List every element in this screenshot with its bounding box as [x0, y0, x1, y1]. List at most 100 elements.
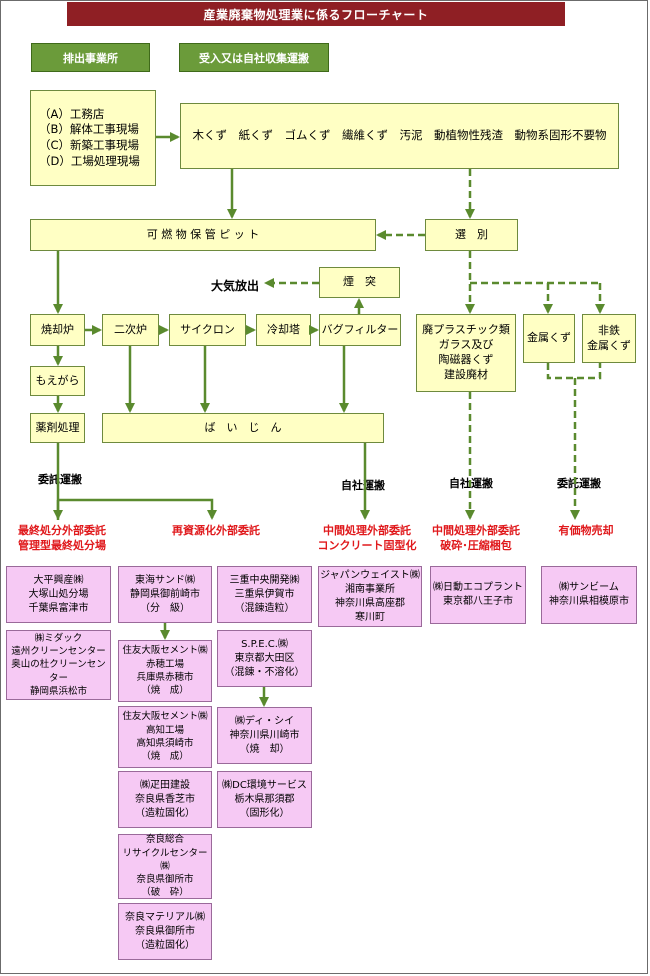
consigned-transport-label-2: 委託運搬	[557, 477, 601, 490]
contractor-line: ㈱日動エコプラント	[433, 582, 523, 593]
contractor-line: 三重県伊賀市	[234, 588, 295, 600]
dashed-arrows	[264, 169, 605, 520]
contractor-dc-kankyo: ㈱DC環境サービス 栃木県那須郡 （固形化）	[217, 771, 312, 828]
metal-scrap: 金属くず	[523, 314, 575, 363]
dust: ば い じ ん	[102, 413, 384, 443]
contractor-line: ㈱サンビーム	[559, 582, 619, 593]
contractor-sumitomo-kochi: 住友大阪セメント㈱ 高知工場 高知県須崎市 （焼 成）	[118, 706, 212, 768]
plastics-line-3: 陶磁器くず	[438, 353, 494, 366]
contractor-nara-material: 奈良マテリアル㈱ 奈良県御所市 （造粒固化）	[118, 903, 212, 960]
contractor-line: 奈良総合	[145, 834, 184, 846]
contractor-line: 神奈川県相模原市	[549, 596, 629, 607]
storage-pit: 可 燃 物 保 管 ピ ッ ト	[30, 219, 376, 251]
final-line-1: 最終処分外部委託	[18, 524, 106, 537]
contractor-line: 神奈川県川崎市	[229, 729, 300, 741]
plastics-glass-ceramics: 廃プラスチック類 ガラス及び 陶磁器くず 建設廃材	[416, 314, 516, 392]
contractor-line: 赤穂工場	[145, 658, 184, 670]
contractor-masada: ㈱疋田建設 奈良県香芝市 （造粒固化）	[118, 771, 212, 828]
bag-filter: バグフィルター	[319, 314, 401, 346]
discharge-header: 排出事業所	[31, 43, 150, 72]
contractor-line: 奈良県香芝市	[135, 793, 195, 805]
contractor-line: 奈良県御所市	[136, 874, 194, 886]
contractor-line: （破 砕）	[141, 887, 189, 899]
intermediate-1-line-2: コンクリート固型化	[317, 538, 417, 552]
contractor-mie-chuo: 三重中央開発㈱ 三重県伊賀市 （混錬造粒）	[217, 566, 312, 623]
atmosphere-release: 大気放出	[211, 279, 260, 293]
contractor-line: 奥山の杜クリーンセンター	[11, 659, 106, 684]
intermediate-2-line-2: 破砕･圧縮梱包	[440, 538, 512, 552]
contractor-line: ㈱ディ・シイ	[234, 715, 295, 727]
contractor-line: 静岡県浜松市	[29, 685, 87, 697]
contractor-line: 高知県須崎市	[136, 738, 194, 749]
contractor-line: ㈱DC環境サービス	[222, 779, 307, 791]
contractor-line: ㈱ミダック	[34, 632, 83, 644]
contractor-line: 奈良県御所市	[135, 925, 195, 937]
contractor-line: 兵庫県赤穂市	[136, 672, 194, 683]
intermediate-category-1: 中間処理外部委託 コンクリート固型化	[312, 524, 422, 554]
contractor-line: （焼 成）	[141, 751, 189, 763]
source-a: （A）工務店	[39, 106, 105, 121]
contractor-nichido: ㈱日動エコプラント 東京都八王子市	[430, 566, 526, 624]
solid-arrows	[53, 132, 370, 707]
cinders: もえがら	[30, 366, 85, 396]
self-transport-label-1: 自社運搬	[341, 479, 385, 492]
contractor-line: 住友大阪セメント㈱	[122, 645, 208, 657]
receive-header: 受入又は自社収集運搬	[179, 43, 329, 72]
final-line-2: 管理型最終処分場	[18, 538, 106, 552]
contractor-line: S.P.E.C.㈱	[241, 638, 288, 650]
nonferrous-line-1: 非鉄	[598, 323, 620, 337]
intermediate-2-line-1: 中間処理外部委託	[432, 524, 520, 537]
contractor-line: 大塚山処分場	[28, 588, 89, 600]
source-c: （C）新築工事現場	[39, 138, 140, 152]
recycling-category: 再資源化外部委託	[172, 524, 260, 537]
page-title: 産業廃棄物処理業に係るフローチャート	[67, 2, 565, 26]
contractor-line: （混錬・不溶化）	[224, 666, 305, 678]
contractor-taihei: 大平興産㈱ 大塚山処分場 千葉県富津市	[6, 566, 111, 623]
contractor-line: （固形化）	[239, 807, 290, 819]
incinerator: 焼却炉	[30, 314, 85, 346]
contractor-midak: ㈱ミダック 遠州クリーンセンター 奥山の杜クリーンセンター 静岡県浜松市	[6, 630, 111, 700]
chimney: 煙 突	[319, 267, 400, 298]
contractor-line: 東海サンド㈱	[135, 574, 195, 586]
contractor-line: 千葉県富津市	[28, 602, 89, 614]
contractor-tokai-sand: 東海サンド㈱ 静岡県御前崎市 （分 級）	[118, 566, 212, 623]
contractor-line: 高知工場	[145, 724, 184, 736]
source-d: （D）工場処理現場	[39, 153, 140, 168]
intermediate-1-line-1: 中間処理外部委託	[323, 524, 411, 537]
final-disposal-category: 最終処分外部委託 管理型最終処分場	[8, 524, 116, 554]
source-b: （B）解体工事現場	[39, 122, 139, 137]
nonferrous-metal-scrap: 非鉄 金属くず	[582, 314, 636, 363]
contractor-line: 神奈川県高座郡	[335, 597, 405, 609]
cyclone: サイクロン	[169, 314, 246, 346]
contractor-nara-sogo: 奈良総合 リサイクルセンター㈱ 奈良県御所市 （破 砕）	[118, 834, 212, 899]
contractor-line: 東京都八王子市	[443, 596, 513, 607]
contractor-spec: S.P.E.C.㈱ 東京都大田区 （混錬・不溶化）	[217, 630, 312, 687]
contractor-sumitomo-ako: 住友大阪セメント㈱ 赤穂工場 兵庫県赤穂市 （焼 成）	[118, 640, 212, 702]
contractor-line: 三重中央開発㈱	[229, 574, 300, 586]
sorting: 選 別	[425, 219, 518, 251]
waste-types: 木くず 紙くず ゴムくず 繊維くず 汚泥 動植物性残渣 動物系固形不要物	[180, 103, 619, 169]
contractor-line: 静岡県御前崎市	[130, 588, 200, 600]
intermediate-category-2: 中間処理外部委託 破砕･圧縮梱包	[424, 524, 528, 554]
plastics-line-4: 建設廃材	[444, 367, 488, 381]
contractor-line: 遠州クリーンセンター	[11, 646, 106, 658]
contractor-line: ジャパンウェイスト㈱	[320, 569, 420, 581]
chemical-treatment: 薬剤処理	[30, 413, 85, 443]
contractor-sunbeam: ㈱サンビーム 神奈川県相模原市	[541, 566, 637, 624]
contractor-line: （分 級）	[140, 602, 190, 614]
contractor-line: 湘南事業所	[345, 583, 395, 595]
cooling-tower: 冷却塔	[256, 314, 311, 346]
contractor-line: 奈良マテリアル㈱	[125, 911, 205, 923]
contractor-line: リサイクルセンター㈱	[122, 847, 208, 872]
contractor-line: 寒川町	[355, 611, 385, 623]
contractor-line: （焼 却）	[239, 743, 290, 755]
contractor-japan-waste: ジャパンウェイスト㈱ 湘南事業所 神奈川県高座郡 寒川町	[318, 566, 422, 627]
contractor-line: （焼 成）	[141, 685, 189, 697]
source-list: （A）工務店 （B）解体工事現場 （C）新築工事現場 （D）工場処理現場	[30, 90, 156, 186]
contractor-line: （混錬造粒）	[234, 602, 295, 614]
contractor-line: 住友大阪セメント㈱	[122, 711, 208, 723]
consigned-transport-label-1: 委託運搬	[38, 473, 82, 486]
contractor-line: 東京都大田区	[234, 652, 295, 664]
